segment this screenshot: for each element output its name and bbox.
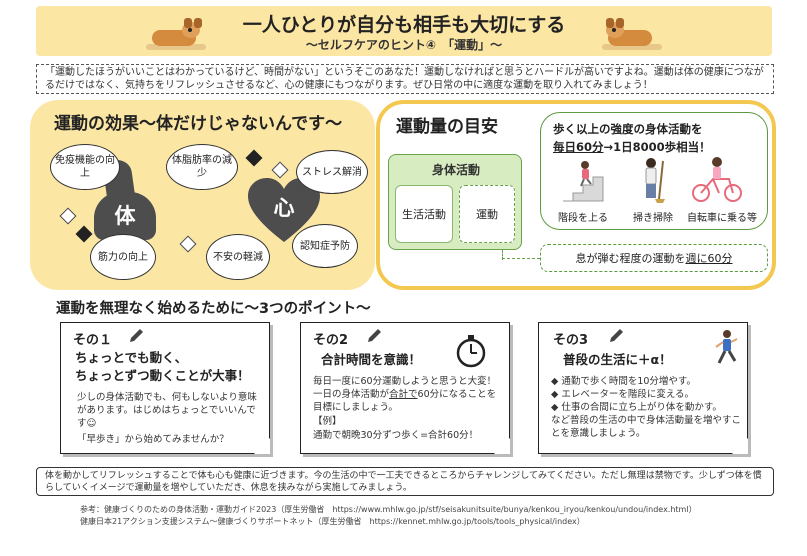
sweat-weekly: 週に60分 [685,252,733,265]
amount-title: 運動量の目安 [396,117,498,137]
card-heading-line2: ちょっとずつ動くことが大事！ [75,368,250,383]
walk-steps: →1日8000歩相当！ [603,140,711,154]
heart-icon [248,178,320,242]
amount-panel: 運動量の目安 身体活動 生活活動 運動 歩く以上の強度の身体活動を 毎日60分→… [376,100,776,290]
card-heading: 普段の生活に＋α！ [563,352,672,367]
bicycle-icon [692,157,742,202]
life-activity-box: 生活活動 [395,185,453,243]
diamond-icon [271,161,289,179]
walk-line2: 毎日60分→1日8000歩相当！ [553,139,711,155]
anxiety-bubble: 不安の軽減 [206,234,270,280]
diamond-icon [59,207,77,225]
tips-list: ◆ 通勤で歩く時間を10分増やす。 ◆ エレベーターを階段に変える。 ◆ 仕事の… [551,375,741,440]
summary-box: 体を動かしてリフレッシュすることで体も心も健康に近づきます。今の生活の中で一工夫… [36,467,774,496]
point-card-2: その2 合計時間を意識！ 毎日一度に60分運動しようと思うと大変！一日の身体活動… [300,322,510,454]
pencil-icon [368,329,381,342]
card-body: 少しの身体活動でも、何もしないより意味があります。はじめはちょっとでいいんです☺ [77,392,257,429]
activity-box: 身体活動 生活活動 運動 [388,154,522,250]
fat-bubble: 体脂肪率の減少 [166,144,238,190]
bicycle-label: 自転車に乗る等 [687,213,757,224]
muscle-icon [94,192,156,240]
stairs-label: 階段を上る [558,213,608,224]
walk-line1: 歩く以上の強度の身体活動を [553,122,703,136]
card-heading: 合計時間を意識！ [321,352,422,367]
body-kanji: 体 [114,204,136,228]
card-number: その3 [553,333,589,348]
card-body: 毎日一度に60分運動しようと思うと大変！一日の身体活動が合計で60分になることを… [313,376,497,413]
card-number: その2 [313,333,349,348]
list-item: ◆ 仕事の合間に立ち上がり体を動かす。 [551,402,722,413]
sweeping-label: 掃き掃除 [633,213,673,224]
point-card-1: その１ ちょっとでも動く、 ちょっとずつ動くことが大事！ 少しの身体活動でも、何… [60,322,270,454]
stairs-icon [563,161,604,202]
connector-line [502,258,540,260]
pencil-icon [610,329,623,342]
immune-bubble: 免疫機能の向上 [50,144,120,190]
pencil-icon [130,329,143,342]
dog-icon [602,18,662,50]
cognitive-bubble: 認知症予防 [292,224,358,268]
card-heading-line1: ちょっとでも動く、 [75,350,188,365]
effects-title: 運動の効果～体だけじゃないんです～ [54,114,343,134]
sweat-text: 息が弾む程度の運動を [575,252,686,265]
page-subtitle: ～セルフケアのヒント④ 「運動」～ [305,38,503,52]
exercise-box: 運動 [459,185,515,243]
sweat-guide-panel: 息が弾む程度の運動を週に60分 [540,244,768,272]
header-banner: 一人ひとりが自分も相手も大切にする ～セルフケアのヒント④ 「運動」～ [36,6,772,56]
diamond-icon [179,235,197,253]
card-number: その１ [73,333,113,348]
stopwatch-icon [456,335,486,368]
running-person-icon [715,330,738,364]
sweeping-icon [645,158,665,203]
example-label: 【例】 [313,416,342,427]
stress-bubble: ストレス解消 [296,150,368,194]
intro-text: 「運動したほうがいいことはわかっているけど、時間がない」というそこのあなた！運動… [36,64,774,94]
muscle-bubble: 筋力の向上 [90,234,156,280]
points-title: 運動を無理なく始めるために～3つのポイント～ [56,301,371,317]
example-text: 通勤で朝晩30分ずつ歩く=合計60分！ [313,430,479,441]
card-body-line2: 「早歩き」から始めてみませんか？ [77,434,229,445]
reference-1: 参考：健康づくりのための身体活動・運動ガイド2023（厚生労働省 https:/… [80,505,697,514]
diamond-icon [245,149,263,167]
walk-daily: 毎日60分 [553,140,604,154]
tips-note: など普段の生活の中で身体活動量を増やすことを意識しましょう。 [551,415,742,439]
reference-2: 健康日本21アクション支援システム～健康づくりサポートネット（厚生労働省 htt… [80,517,585,526]
activity-label: 身体活動 [431,163,480,177]
effects-panel: 運動の効果～体だけじゃないんです～ 体 心 免疫機能の向上 体脂肪率の減少 筋力… [30,100,375,290]
connector-line [502,250,504,260]
dog-icon [146,18,206,50]
mind-kanji: 心 [273,196,295,220]
list-item: ◆ 通勤で歩く時間を10分増やす。 [551,376,696,387]
page-title: 一人ひとりが自分も相手も大切にする [242,14,566,36]
point-card-3: その3 普段の生活に＋α！ ◆ 通勤で歩く時間を10分増やす。 ◆ エレベーター… [538,322,748,454]
walk-guide-panel: 歩く以上の強度の身体活動を 毎日60分→1日8000歩相当！ 階段を上る [540,112,768,230]
diamond-icon [75,225,93,243]
list-item: ◆ エレベーターを階段に変える。 [551,389,695,400]
